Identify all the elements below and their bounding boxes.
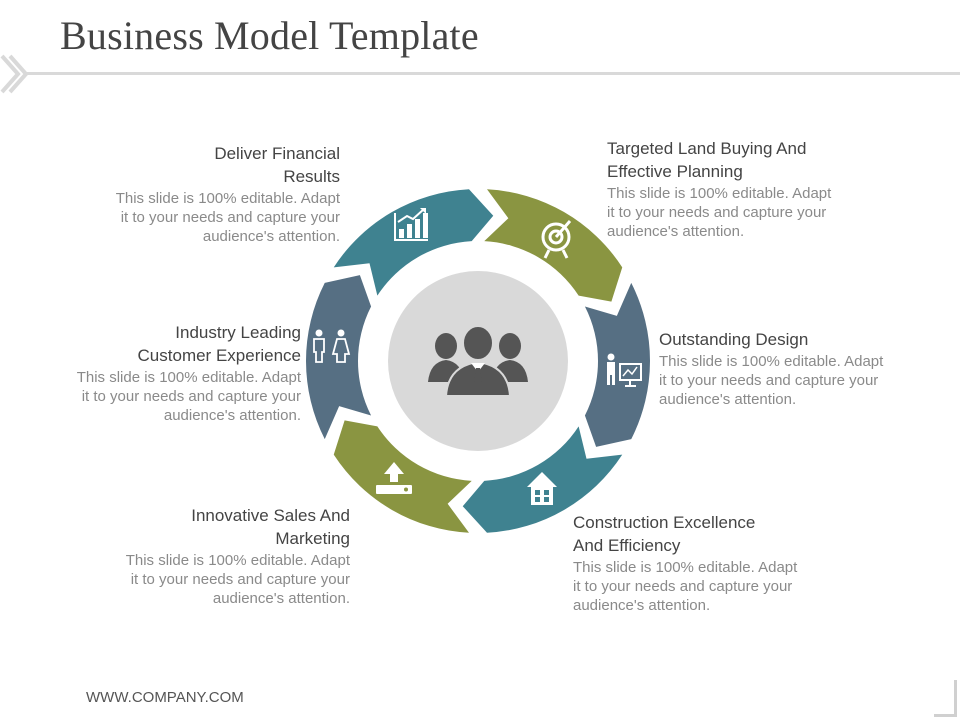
item-description: This slide is 100% editable. Adapt it to… <box>115 190 340 245</box>
page-title: Business Model Template <box>60 13 479 58</box>
item-heading: Construction Excellence And Efficiency <box>573 513 756 555</box>
presenter-icon <box>607 353 642 387</box>
item-heading: Outstanding Design <box>659 330 809 349</box>
corner-decoration <box>934 680 957 717</box>
item-industry-leading-experience: Industry Leading Customer Experience Thi… <box>40 321 301 425</box>
segment-outstanding-design <box>584 282 651 447</box>
customers-icon <box>313 329 351 363</box>
business-team-icon <box>428 325 528 397</box>
item-heading: Deliver Financial Results <box>214 144 340 186</box>
bar-chart-icon <box>394 208 428 241</box>
house-icon <box>527 472 557 505</box>
item-heading: Targeted Land Buying And Effective Plann… <box>607 139 807 181</box>
item-description: This slide is 100% editable. Adapt it to… <box>659 353 884 408</box>
segment-customer-experience <box>306 275 372 440</box>
item-deliver-financial-results: Deliver Financial Results This slide is … <box>80 142 340 246</box>
segment-financial-results <box>333 189 494 296</box>
item-construction-excellence: Construction Excellence And Efficiency T… <box>573 511 863 615</box>
target-icon <box>541 220 572 259</box>
item-targeted-land-buying: Targeted Land Buying And Effective Plann… <box>607 137 907 241</box>
item-description: This slide is 100% editable. Adapt it to… <box>607 185 832 240</box>
item-description: This slide is 100% editable. Adapt it to… <box>76 369 301 424</box>
item-heading: Industry Leading Customer Experience <box>137 323 301 365</box>
item-heading: Innovative Sales And Marketing <box>191 506 350 548</box>
upload-icon <box>376 462 412 494</box>
segment-land-buying <box>484 189 623 302</box>
item-outstanding-design: Outstanding Design This slide is 100% ed… <box>659 328 949 409</box>
item-innovative-sales: Innovative Sales And Marketing This slid… <box>90 504 350 608</box>
item-description: This slide is 100% editable. Adapt it to… <box>125 552 350 607</box>
item-description: This slide is 100% editable. Adapt it to… <box>573 559 798 614</box>
footer-url: WWW.COMPANY.COM <box>86 689 244 706</box>
title-divider <box>26 72 960 75</box>
segment-sales-marketing <box>333 420 472 533</box>
